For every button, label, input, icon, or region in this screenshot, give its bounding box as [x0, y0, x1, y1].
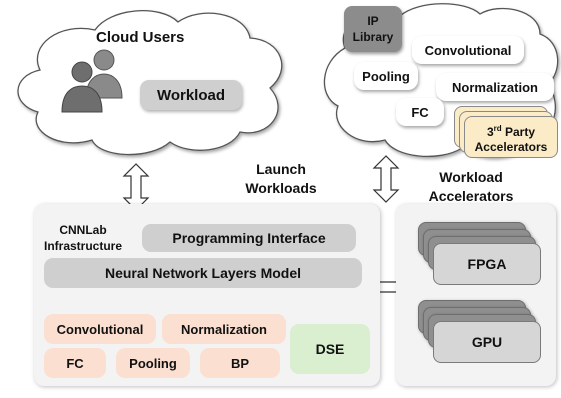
bp-box: BP: [200, 348, 280, 378]
accelerators-vertical-arrow: [372, 155, 400, 203]
users-icon: [61, 49, 123, 113]
convolutional-box: Convolutional: [44, 314, 156, 344]
fpga-box: FPGA: [433, 243, 541, 285]
ip-pooling-box: Pooling: [354, 62, 418, 90]
ip-convolutional-box: Convolutional: [412, 36, 524, 64]
launch-workloads-label: Launch Workloads: [245, 161, 317, 196]
third-party-num: 3: [486, 125, 494, 139]
third-party-sup: rd: [493, 124, 502, 133]
fc-box: FC: [44, 348, 106, 378]
third-party-rest: Party: [501, 125, 536, 139]
workload-accelerators-label: Workload Accelerators: [428, 169, 514, 204]
third-party-accelerators-box: 3rd Party Accelerators: [464, 116, 558, 158]
infrastructure-title: CNNLab Infrastructure: [44, 223, 123, 253]
third-party-line2: Accelerators: [474, 140, 548, 154]
nn-layers-model-box: Neural Network Layers Model: [44, 258, 362, 288]
cloud-users-title: Cloud Users: [96, 29, 185, 46]
programming-interface-box: Programming Interface: [142, 224, 356, 252]
pooling-box: Pooling: [116, 348, 190, 378]
ip-library-box: IP Library: [344, 6, 402, 52]
ip-fc-box: FC: [396, 98, 444, 126]
normalization-box: Normalization: [162, 314, 286, 344]
workload-box: Workload: [140, 80, 242, 110]
dse-box: DSE: [290, 324, 370, 374]
ip-normalization-box: Normalization: [436, 73, 554, 101]
gpu-box: GPU: [433, 321, 541, 363]
